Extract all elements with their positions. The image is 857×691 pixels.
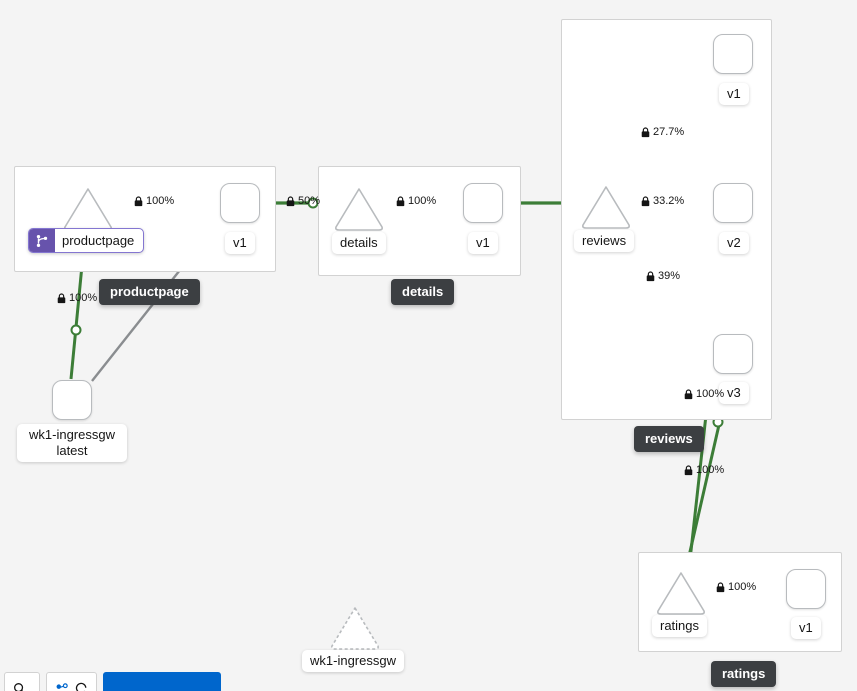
- lock-icon: [641, 196, 650, 207]
- lock-icon: [286, 196, 295, 207]
- edge-label-gw-to-productpage: 100%: [57, 292, 97, 305]
- node-label-reviews: reviews: [574, 230, 635, 252]
- lock-icon: [646, 271, 655, 282]
- edge-label-reviews-v3-to-ratings: 100%: [684, 464, 724, 477]
- node-label-productpage: productpage: [28, 228, 145, 253]
- node-label-details: details: [332, 232, 386, 254]
- node-reviews-v1[interactable]: [713, 34, 753, 74]
- primary-action-button[interactable]: [103, 672, 221, 691]
- edge-rate-value: 27.7%: [653, 126, 685, 138]
- node-label-details-v1: v1: [468, 232, 498, 254]
- edge-label-reviews-to-v2: 33.2%: [641, 195, 684, 208]
- node-label-reviews-v2: v2: [719, 232, 749, 254]
- node-label-ratings-v1: v1: [791, 617, 821, 639]
- lock-icon: [134, 196, 143, 207]
- lock-icon: [716, 582, 725, 593]
- node-label-productpage-text: productpage: [62, 233, 135, 248]
- node-ratings-v1[interactable]: [786, 569, 826, 609]
- node-wk1-ingressgw-latest[interactable]: [52, 380, 92, 420]
- virtual-service-icon: [29, 229, 55, 252]
- group-tooltip-ratings: ratings: [711, 661, 777, 687]
- edge-label-productpage-v1-to-details: 50%: [286, 195, 320, 208]
- edge-label-reviews-to-v3: 39%: [646, 270, 680, 283]
- group-tooltip-productpage: productpage: [99, 279, 200, 305]
- lock-icon: [684, 465, 693, 476]
- node-label-wk1-ingressgw-latest: wk1-ingressgw latest: [17, 424, 127, 462]
- graph-toolbar[interactable]: [0, 672, 221, 691]
- edge-rate-value: 100%: [696, 388, 725, 400]
- edge-label-reviews-to-v1: 27.7%: [641, 126, 684, 139]
- node-reviews-v3[interactable]: [713, 334, 753, 374]
- legend-icon: [56, 682, 68, 689]
- service-triangle-icon: [657, 572, 705, 615]
- node-label-productpage-v1: v1: [225, 232, 255, 254]
- edge-rate-value: 100%: [696, 464, 725, 476]
- edge-rate-value: 100%: [408, 195, 437, 207]
- edge-rate-value: 50%: [298, 195, 321, 207]
- service-triangle-icon: [64, 188, 112, 231]
- service-triangle-dashed-icon: [331, 607, 379, 650]
- edge-label-productpage-to-v1: 100%: [134, 195, 174, 208]
- edge-rate-value: 100%: [69, 292, 98, 304]
- service-triangle-icon: [335, 188, 383, 231]
- zoom-icon: [14, 682, 24, 691]
- edge-rate-value: 100%: [728, 581, 757, 593]
- edge-marker-circle: [70, 324, 82, 336]
- edge-label-reviews-v2-to-ratings: 100%: [684, 388, 724, 401]
- node-productpage-v1[interactable]: [220, 183, 260, 223]
- service-triangle-icon: [582, 186, 630, 229]
- node-label-ratings: ratings: [652, 615, 708, 637]
- node-label-reviews-v3: v3: [719, 382, 749, 404]
- group-tooltip-details: details: [391, 279, 455, 305]
- edge-label-details-to-v1: 100%: [396, 195, 436, 208]
- node-details-v1[interactable]: [463, 183, 503, 223]
- group-tooltip-reviews: reviews: [634, 426, 704, 452]
- edge-rate-value: 33.2%: [653, 195, 685, 207]
- lock-icon: [641, 127, 650, 138]
- edge-label-ratings-to-v1: 100%: [716, 581, 756, 594]
- legend-button[interactable]: [46, 672, 97, 691]
- lock-icon: [684, 389, 693, 400]
- lock-icon: [57, 293, 66, 304]
- lock-icon: [396, 196, 405, 207]
- edge-rate-value: 39%: [658, 270, 681, 282]
- refresh-icon: [75, 682, 87, 691]
- edge-rate-value: 100%: [146, 195, 175, 207]
- node-label-reviews-v1: v1: [719, 83, 749, 105]
- node-label-wk1-ingressgw-service: wk1-ingressgw: [302, 650, 404, 672]
- zoom-controls-button[interactable]: [4, 672, 40, 691]
- node-reviews-v2[interactable]: [713, 183, 753, 223]
